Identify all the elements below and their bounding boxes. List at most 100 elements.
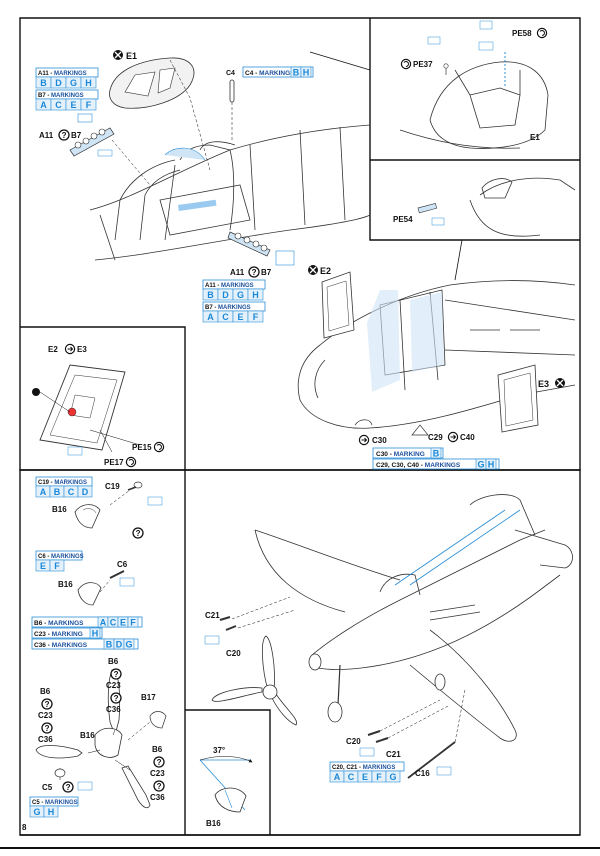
c20-bottom-label: C20 <box>346 737 361 746</box>
door-e2-drawing <box>321 271 355 339</box>
svg-text:E: E <box>40 561 46 571</box>
b16-mid-label: B16 <box>58 580 73 589</box>
door-inner-drawing <box>39 364 141 453</box>
svg-text:C36 - MARKINGS: C36 - MARKINGS <box>34 642 88 649</box>
svg-text:C30 - MARKING: C30 - MARKING <box>376 451 425 458</box>
inset-canopy-label: E1 <box>530 133 540 142</box>
c6-label: C6 <box>117 560 128 569</box>
svg-text:H: H <box>252 290 259 300</box>
remove-part-icon <box>554 377 566 389</box>
svg-text:C29, C30, C40 - MARKINGS: C29, C30, C40 - MARKINGS <box>376 462 461 469</box>
b7-callout-bottom: B7 <box>261 268 272 277</box>
blade-top-c36: C36 <box>106 705 121 714</box>
c6-markings-badge: C6 - MARKINGS E F <box>35 550 84 572</box>
svg-text:F: F <box>253 312 259 322</box>
svg-text:A: A <box>100 618 107 628</box>
door-detail-e3-label: E3 <box>77 345 87 354</box>
blade-right-b6: B6 <box>152 745 163 754</box>
svg-text:D: D <box>116 640 123 650</box>
svg-text:E: E <box>120 618 126 628</box>
svg-text:G: G <box>33 807 40 817</box>
blade-angle-diagram <box>199 756 253 813</box>
svg-text:F: F <box>54 561 60 571</box>
svg-text:G: G <box>125 640 132 650</box>
svg-text:C19 - MARKINGS: C19 - MARKINGS <box>38 480 87 486</box>
pe17-label: PE17 <box>104 458 124 467</box>
svg-text:E: E <box>362 772 368 782</box>
canopy-part-label: E1 <box>126 51 137 61</box>
c5-markings-badge: C5 - MARKINGS G H <box>29 796 79 818</box>
optional-part-icon <box>58 129 70 141</box>
c36-markings-badge: C36 - MARKINGS B D G <box>31 638 139 650</box>
c4-markings-badge: C4 - MARKINGS B H <box>242 66 314 78</box>
svg-text:H: H <box>92 629 99 639</box>
remove-part-icon <box>307 264 319 276</box>
svg-text:D: D <box>55 78 62 88</box>
svg-text:B7 - MARKINGS: B7 - MARKINGS <box>205 305 251 311</box>
svg-text:H: H <box>48 807 55 817</box>
optional-part-icon <box>41 698 53 710</box>
a11-callout-top: A11 <box>39 131 54 140</box>
optional-part-icon <box>153 780 165 792</box>
bend-icon <box>536 27 548 39</box>
blade-left-c23: C23 <box>38 711 53 720</box>
swap-part-icon <box>447 431 459 443</box>
optional-part-icon <box>153 756 165 768</box>
b6-markings-badge: B6 - MARKINGS A C E F <box>31 616 143 628</box>
landing-gear-drawing <box>327 664 446 723</box>
pe37-label: PE37 <box>413 60 433 69</box>
svg-text:A: A <box>207 312 214 322</box>
c29-c30-c40-markings-badge: C29, C30, C40 - MARKINGS G H <box>372 458 500 470</box>
svg-text:B: B <box>433 449 440 459</box>
cockpit-panel: E1 C4 C4 - MARKINGS B H A11 - MARKINGS B <box>35 49 371 323</box>
a11-markings-top: A11 - MARKINGS B D G H <box>35 67 99 89</box>
blade-top-c23: C23 <box>106 681 121 690</box>
c21-c20-part-drawing <box>219 596 296 631</box>
svg-text:B7 - MARKINGS: B7 - MARKINGS <box>38 93 84 99</box>
svg-text:B: B <box>106 640 113 650</box>
airframe-panel: C21 C20 C20 C21 C16 C20, C21 - MARKINGS … <box>204 494 573 783</box>
cockpit-floor-drawing <box>399 61 549 149</box>
spinner-top-drawing <box>74 504 101 529</box>
b16-hub-label: B16 <box>80 731 95 740</box>
spinner-mid-drawing <box>77 582 102 606</box>
canopy-rear-drawing <box>469 177 576 237</box>
pe54-label: PE54 <box>393 215 413 224</box>
blade-top-b6: B6 <box>108 657 119 666</box>
blade-right-c36: C36 <box>150 793 165 802</box>
c30-marking-badge: C30 - MARKING B <box>372 447 444 459</box>
optional-part-icon <box>62 781 74 793</box>
svg-text:A: A <box>40 487 47 497</box>
svg-text:B: B <box>54 487 61 497</box>
propeller-drawing <box>35 669 167 809</box>
svg-text:B: B <box>40 78 47 88</box>
svg-text:C6 - MARKINGS: C6 - MARKINGS <box>38 554 84 560</box>
svg-text:A: A <box>40 100 47 110</box>
door-e2-label: E2 <box>320 266 331 276</box>
aircraft-propeller-drawing <box>211 635 298 726</box>
bend-icon <box>153 441 165 453</box>
c21-label: C21 <box>205 611 220 620</box>
optional-part-icon <box>248 266 260 278</box>
c6-part-drawing <box>99 570 125 593</box>
svg-text:C4 - MARKINGS: C4 - MARKINGS <box>245 70 295 77</box>
blade-left-c36: C36 <box>38 735 53 744</box>
svg-text:C20, C21 - MARKINGS: C20, C21 - MARKINGS <box>332 765 395 771</box>
pe58-label: PE58 <box>512 29 532 38</box>
cockpit-fuselage-drawing <box>89 124 371 261</box>
blade-right-c23: C23 <box>150 769 165 778</box>
svg-text:H: H <box>85 78 92 88</box>
a11-markings-bottom: A11 - MARKINGS B D G H <box>202 279 266 301</box>
svg-text:D: D <box>222 290 229 300</box>
c29-label: C29 <box>428 433 443 442</box>
panel-borders <box>0 17 600 849</box>
c4-label: C4 <box>226 70 235 77</box>
pe15-label: PE15 <box>132 443 152 452</box>
gunsight-part-bottom-drawing <box>227 231 271 257</box>
angle-label: 37° <box>213 746 225 755</box>
svg-text:C: C <box>68 487 75 497</box>
c19-markings-badge: C19 - MARKINGS A B C D <box>35 476 93 498</box>
b17-label: B17 <box>141 693 156 702</box>
c16-label: C16 <box>415 769 430 778</box>
svg-text:C: C <box>55 100 62 110</box>
